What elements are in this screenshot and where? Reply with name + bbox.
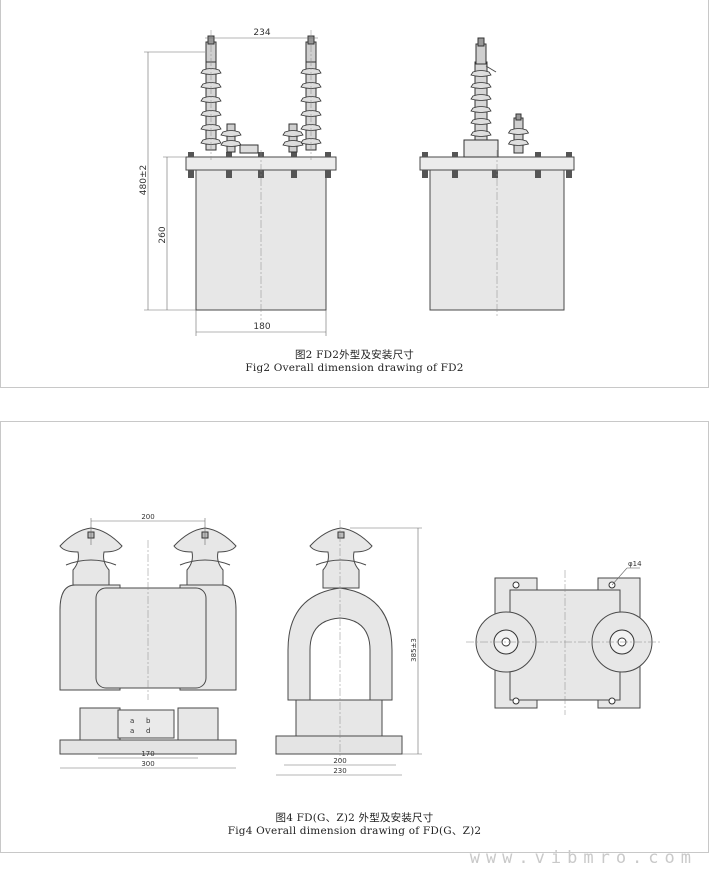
fd2-side-view bbox=[419, 37, 575, 318]
dim-side-height: 385±3 bbox=[410, 638, 418, 662]
watermark: www.vibmro.com bbox=[469, 848, 697, 868]
dim-side-foot-spacing: 200 bbox=[333, 757, 346, 765]
terminal-label: d bbox=[146, 727, 150, 735]
terminal-label: b bbox=[146, 717, 151, 725]
dim-body-height: 260 bbox=[158, 226, 168, 243]
fdg2-side-view: 385±3 200 230 bbox=[275, 520, 422, 776]
figure-2-caption-cn: 图2 FD2外型及安装尺寸 bbox=[294, 349, 414, 361]
fdg2-top-view: φ14 bbox=[466, 560, 660, 715]
dim-base-width: 180 bbox=[253, 322, 270, 332]
figure-2-caption-en: Fig2 Overall dimension drawing of FD2 bbox=[245, 362, 464, 374]
dim-total-height: 480±2 bbox=[139, 165, 149, 195]
dim-hole: φ14 bbox=[628, 560, 642, 568]
fdg2-front-view: a b a d 200 170 300 bbox=[59, 513, 237, 769]
figure-4-caption-en: Fig4 Overall dimension drawing of FD(G、Z… bbox=[227, 825, 482, 837]
dim-side-width: 230 bbox=[333, 767, 346, 775]
terminal-box bbox=[117, 709, 175, 739]
dim-fig4-top-spacing: 200 bbox=[141, 513, 154, 521]
terminal-label: a bbox=[130, 717, 134, 725]
dim-overall-width: 300 bbox=[141, 760, 154, 768]
core-cylinder bbox=[95, 587, 207, 689]
dim-top-spacing: 234 bbox=[253, 28, 270, 38]
figure-2-panel bbox=[0, 0, 709, 388]
figure-4-caption-cn: 图4 FD(G、Z)2 外型及安装尺寸 bbox=[275, 812, 434, 824]
fd2-front-view: 234 480±2 260 180 bbox=[139, 28, 337, 336]
terminal-label: a bbox=[130, 727, 134, 735]
small-bushings bbox=[220, 123, 304, 154]
dim-foot-spacing: 170 bbox=[141, 750, 154, 758]
